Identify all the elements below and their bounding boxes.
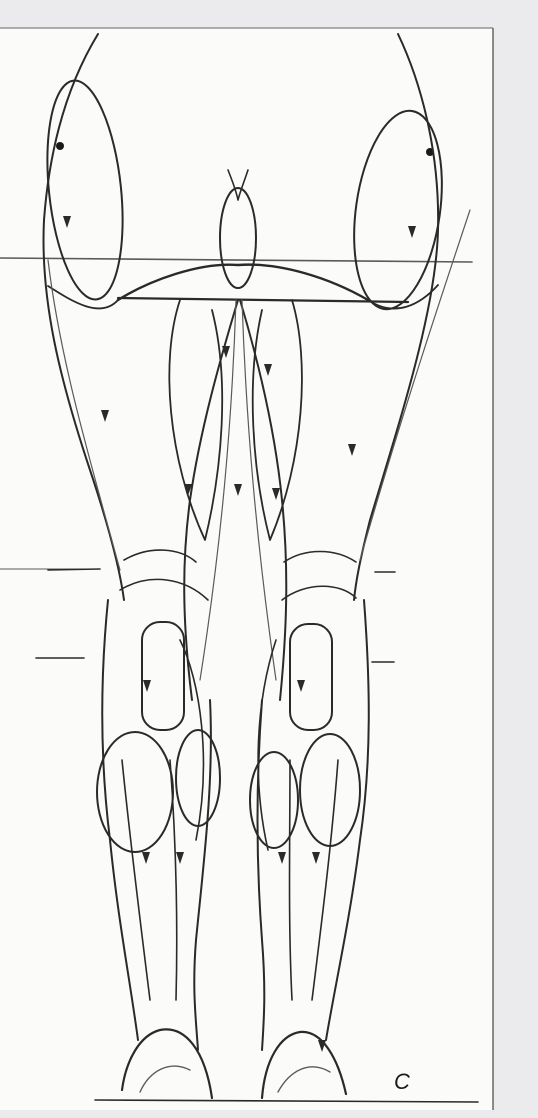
knee-guide-left-short: [48, 569, 100, 570]
left-hip-point: [56, 142, 64, 150]
panel-label: C: [394, 1069, 410, 1094]
